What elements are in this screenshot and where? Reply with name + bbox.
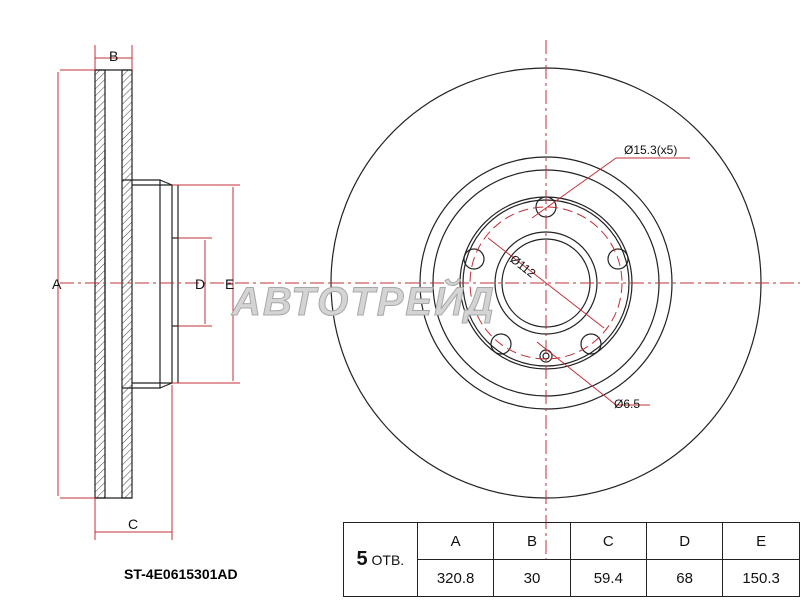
label-e: E [225, 276, 235, 292]
side-dimensions [57, 45, 330, 540]
side-section-view [94, 69, 179, 499]
label-c: C [128, 516, 139, 532]
label-d: D [195, 276, 206, 292]
bolt-hole [580, 333, 602, 355]
header-e: E [722, 522, 800, 560]
header-b: B [493, 522, 571, 560]
header-a: A [416, 522, 495, 560]
front-dimensions [330, 40, 800, 560]
value-c: 59.4 [569, 559, 648, 597]
value-a: 320.8 [416, 559, 495, 597]
label-b: B [109, 48, 119, 64]
value-d: 68 [646, 559, 724, 597]
bolt-hole [490, 333, 512, 355]
value-e: 150.3 [722, 559, 800, 597]
value-b: 30 [493, 559, 571, 597]
holes-cell: 5 ОТВ. [343, 522, 418, 597]
label-a: A [52, 276, 62, 292]
holes-label: ОТВ. [371, 552, 405, 568]
watermark: АВТОТРЕЙД [232, 280, 496, 325]
holes-count: 5 [356, 548, 368, 570]
part-number: ST-4E0615301AD [124, 566, 238, 582]
bolt-hole [607, 248, 629, 270]
bolt-hole-annotation: Ø15.3(x5) [624, 143, 678, 157]
pin-hole-annotation: Ø6.5 [614, 397, 641, 411]
header-c: C [569, 522, 648, 560]
header-d: D [646, 522, 724, 560]
spec-table: 5 ОТВ. A B C D E 320.8 30 59.4 68 150.3 [343, 522, 800, 597]
bolt-hole [463, 248, 485, 270]
